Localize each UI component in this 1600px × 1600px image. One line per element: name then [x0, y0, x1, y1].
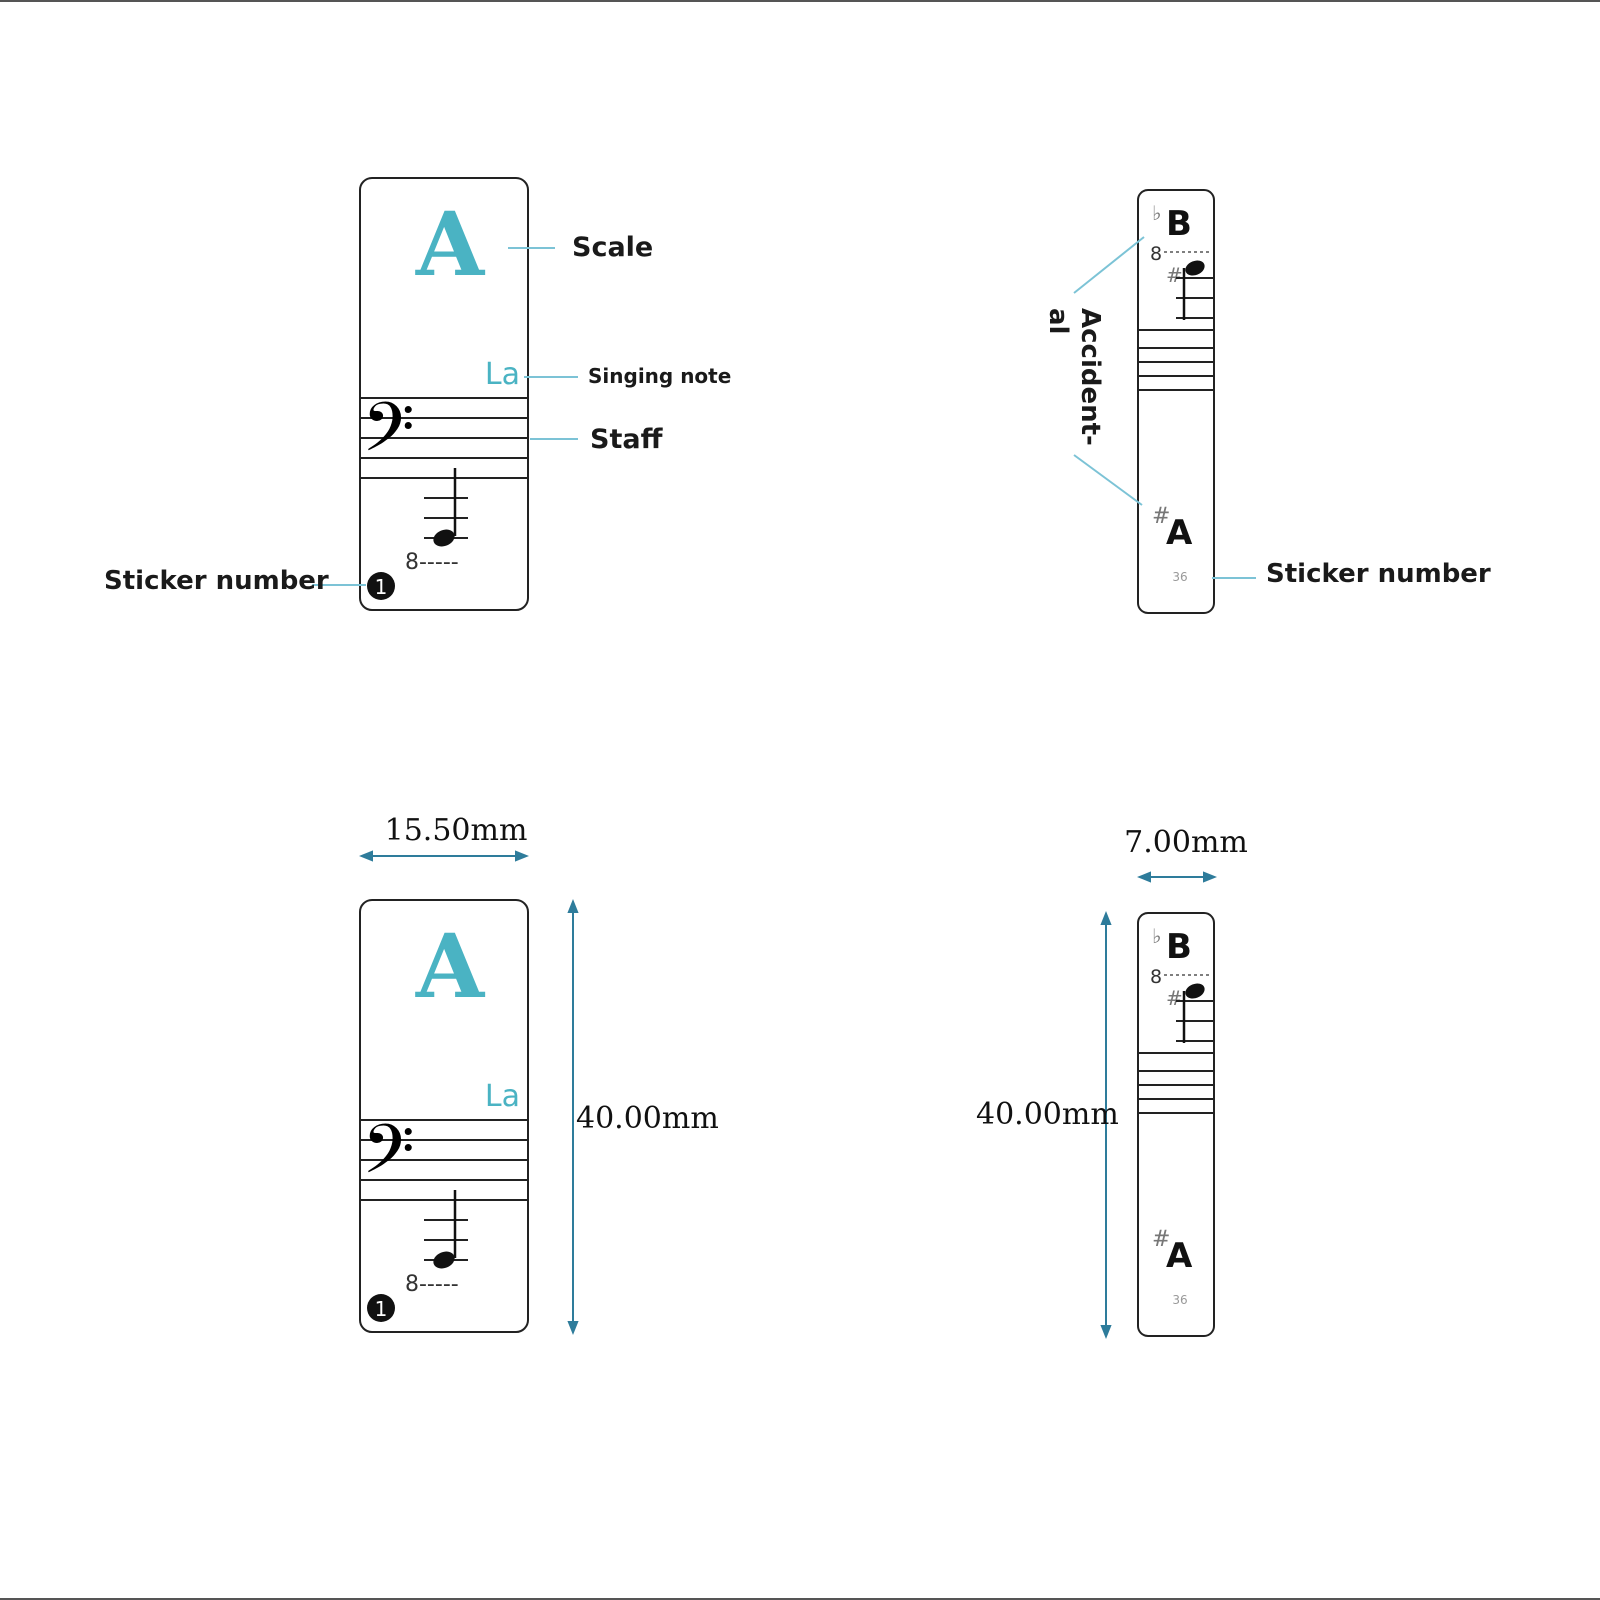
singing-note-text: La [485, 1079, 520, 1114]
octave-mark: 8----- [405, 1272, 459, 1297]
staff [1138, 329, 1214, 391]
sticker-number-badge [367, 1294, 395, 1322]
staff-callout: Staff [590, 424, 664, 455]
accidental-callout-line2: al [1043, 308, 1073, 334]
singing-note-callout: Singing note [588, 364, 731, 388]
staff [1138, 1052, 1214, 1114]
sharp-letter: A [1166, 513, 1193, 553]
flat-letter: B [1166, 927, 1192, 967]
quarter-note [424, 468, 468, 547]
accidental-leader-top [1073, 236, 1145, 294]
narrow-width-label: 7.00mm [1124, 825, 1248, 860]
quarter-note [1176, 983, 1214, 1043]
staff [360, 397, 528, 479]
note-sharp-sign: # [1166, 263, 1183, 287]
sticker-number-left-callout: Sticker number [104, 566, 329, 596]
staff [360, 1119, 528, 1201]
note-sharp-sign: # [1166, 986, 1183, 1010]
octave-mark: 8 [1150, 243, 1162, 265]
scale-callout: Scale [572, 232, 653, 263]
wide-sticker-annotated: A La 𝄢 8----- 1 Scale Singing note Staff… [104, 177, 731, 611]
singing-note-text: La [485, 357, 520, 392]
sticker-number-value: 36 [1172, 570, 1187, 584]
sticker-number-value: 1 [375, 575, 388, 599]
accidental-leader-bottom [1073, 454, 1143, 506]
sticker-outline [359, 899, 529, 1333]
wide-width-label: 15.50mm [385, 813, 528, 848]
wide-sticker-dimensioned: 15.50mm A La 𝄢 8----- 1 40.00mm [359, 813, 719, 1335]
flat-sign: ♭ [1152, 201, 1161, 225]
sticker-number-right-callout: Sticker number [1266, 559, 1491, 589]
bass-clef-icon: 𝄢 [362, 1111, 415, 1206]
octave-mark: 8----- [405, 550, 459, 575]
quarter-note [1176, 260, 1214, 320]
narrow-height-label: 40.00mm [976, 1097, 1119, 1132]
flat-letter: B [1166, 204, 1192, 244]
sharp-sign: # [1152, 504, 1170, 529]
sticker-outline [359, 177, 529, 611]
scale-letter: A [415, 192, 486, 296]
sticker-outline [1137, 189, 1215, 614]
scale-letter: A [415, 914, 486, 1018]
sticker-number-value: 36 [1172, 1293, 1187, 1307]
sticker-outline [1137, 912, 1215, 1337]
flat-sign: ♭ [1152, 924, 1161, 948]
bass-clef-icon: 𝄢 [362, 389, 415, 484]
wide-height-label: 40.00mm [576, 1101, 719, 1136]
sticker-number-value: 1 [375, 1297, 388, 1321]
sharp-letter: A [1166, 1236, 1193, 1276]
octave-mark: 8 [1150, 966, 1162, 988]
sticker-number-badge [367, 572, 395, 600]
sharp-sign: # [1152, 1227, 1170, 1252]
accidental-callout-line1: Accident- [1075, 308, 1105, 446]
accidental-callout: Accident- al [1043, 308, 1105, 446]
quarter-note [424, 1190, 468, 1269]
narrow-sticker-annotated: ♭ B 8 # # A 36 Accident- al Stick [1043, 189, 1491, 614]
narrow-sticker-dimensioned: 7.00mm ♭ B 8 # # A 36 40.00mm [976, 825, 1248, 1339]
